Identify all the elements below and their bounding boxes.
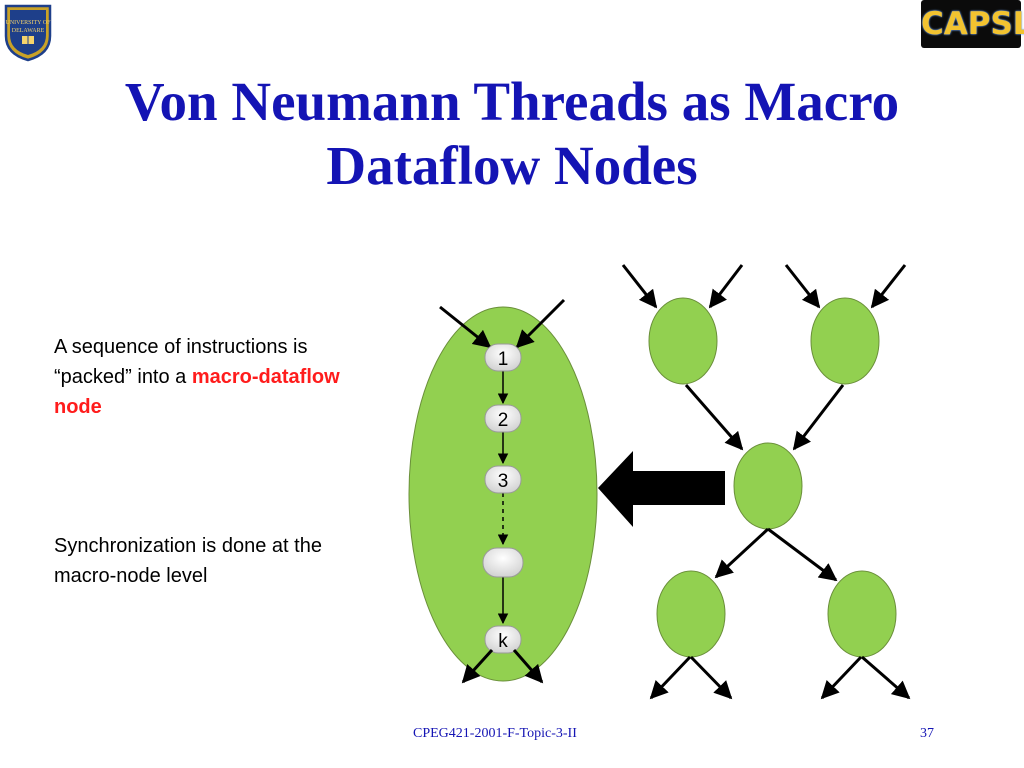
slide-title-line1: Von Neumann Threads as Macro (124, 71, 900, 132)
edge-out-bottom-left-a (649, 655, 692, 700)
note-packed-text: A sequence of instructions is “packed” i… (54, 336, 308, 388)
edge-in-top-left-a (621, 264, 658, 309)
capsl-logo: CAPSL (921, 0, 1024, 48)
macro-input-arrow-left (439, 305, 492, 349)
edge-in-top-right-b (870, 264, 907, 309)
logo-text-line2: DELAWARE (12, 28, 45, 34)
dataflow-node-top-right (810, 297, 880, 385)
edge-out-bottom-left-b (689, 655, 733, 700)
university-of-delaware-logo: UNIVERSITY OF DELAWARE (4, 4, 52, 62)
footer-page-number: 37 (920, 726, 934, 741)
edge-top-left-to-middle (684, 384, 744, 451)
dataflow-node-bottom-left (656, 570, 726, 658)
slide-title-line2: Dataflow Nodes (326, 135, 698, 196)
instruction-1: 1 (484, 343, 522, 372)
macro-output-arrow-left (461, 648, 494, 684)
transform-arrow (598, 451, 725, 527)
edge-out-bottom-right-a (820, 655, 863, 700)
instruction-k: k (484, 625, 522, 654)
instruction-3-label: 3 (498, 471, 509, 492)
footer-course-code: CPEG421-2001-F-Topic-3-II (413, 726, 577, 741)
note-synchronization: Synchronization is done at the macro-nod… (54, 535, 322, 587)
macro-input-arrow-right (515, 298, 566, 349)
instruction-1-label: 1 (498, 349, 509, 370)
dataflow-node-bottom-right (827, 570, 897, 658)
logo-text-line1: UNIVERSITY OF (6, 20, 52, 26)
slide-title: Von Neumann Threads as Macro Dataflow No… (40, 70, 984, 198)
instruction-2-label: 2 (498, 410, 509, 431)
edge-middle-to-bottom-right (767, 527, 838, 582)
edge-top-right-to-middle (792, 384, 845, 451)
macro-dataflow-node-highlight: macro-dataflow node (54, 366, 340, 418)
edge-out-bottom-right-b (861, 655, 911, 700)
note-packed-instructions: A sequence of instructions is “packed” i… (54, 332, 354, 422)
instruction-2: 2 (484, 404, 522, 433)
edge-in-top-left-b (708, 264, 744, 309)
instruction-3: 3 (484, 465, 522, 494)
edge-middle-to-bottom-left (714, 527, 770, 579)
capsl-logo-text: CAPSL (921, 6, 1024, 42)
edge-in-top-right-a (784, 264, 821, 309)
macro-output-arrow-right (512, 649, 544, 684)
dataflow-node-top-left (648, 297, 718, 385)
dataflow-node-middle (733, 442, 803, 530)
instruction-k-label: k (498, 631, 508, 652)
instruction-unlabeled (482, 547, 524, 578)
